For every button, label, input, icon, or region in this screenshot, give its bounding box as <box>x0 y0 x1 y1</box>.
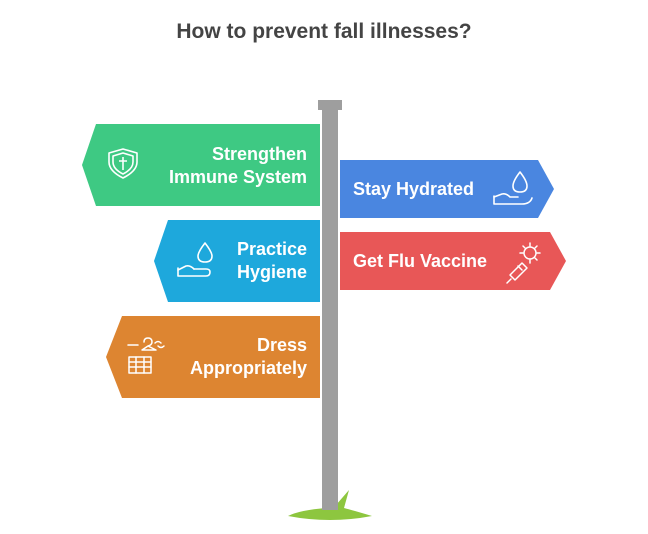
sign-hygiene-line2: Hygiene <box>236 262 307 282</box>
hand-drop-icon <box>177 242 213 277</box>
sign-strengthen <box>82 124 320 206</box>
sign-hydrated-line1: Stay Hydrated <box>353 179 475 199</box>
sign-hygiene <box>154 220 320 302</box>
clothes-hanger-icon <box>127 337 165 374</box>
sign-dress-line2: Appropriately <box>189 358 307 378</box>
sign-strengthen-line2: Immune System <box>168 167 307 187</box>
sign-vaccine-line1: Get Flu Vaccine <box>353 251 488 271</box>
sign-hygiene-line1: Practice <box>236 239 307 259</box>
syringe-virus-icon <box>506 242 541 284</box>
sign-dress <box>106 316 320 398</box>
sign-hygiene-label: Practice Hygiene <box>237 238 307 284</box>
page-title: How to prevent fall illnesses? <box>176 20 472 43</box>
sign-vaccine-label: Get Flu Vaccine <box>353 250 487 273</box>
sign-dress-label: Dress Appropriately <box>190 334 307 380</box>
sign-strengthen-label: Strengthen Immune System <box>169 143 307 189</box>
pole <box>322 108 338 510</box>
shield-cross-icon <box>108 148 138 179</box>
sign-hydrated-label: Stay Hydrated <box>353 178 474 201</box>
pole-cap <box>318 100 342 110</box>
sign-strengthen-line1: Strengthen <box>211 144 307 164</box>
hand-water-drop-icon <box>493 171 533 205</box>
sign-dress-line1: Dress <box>256 335 307 355</box>
